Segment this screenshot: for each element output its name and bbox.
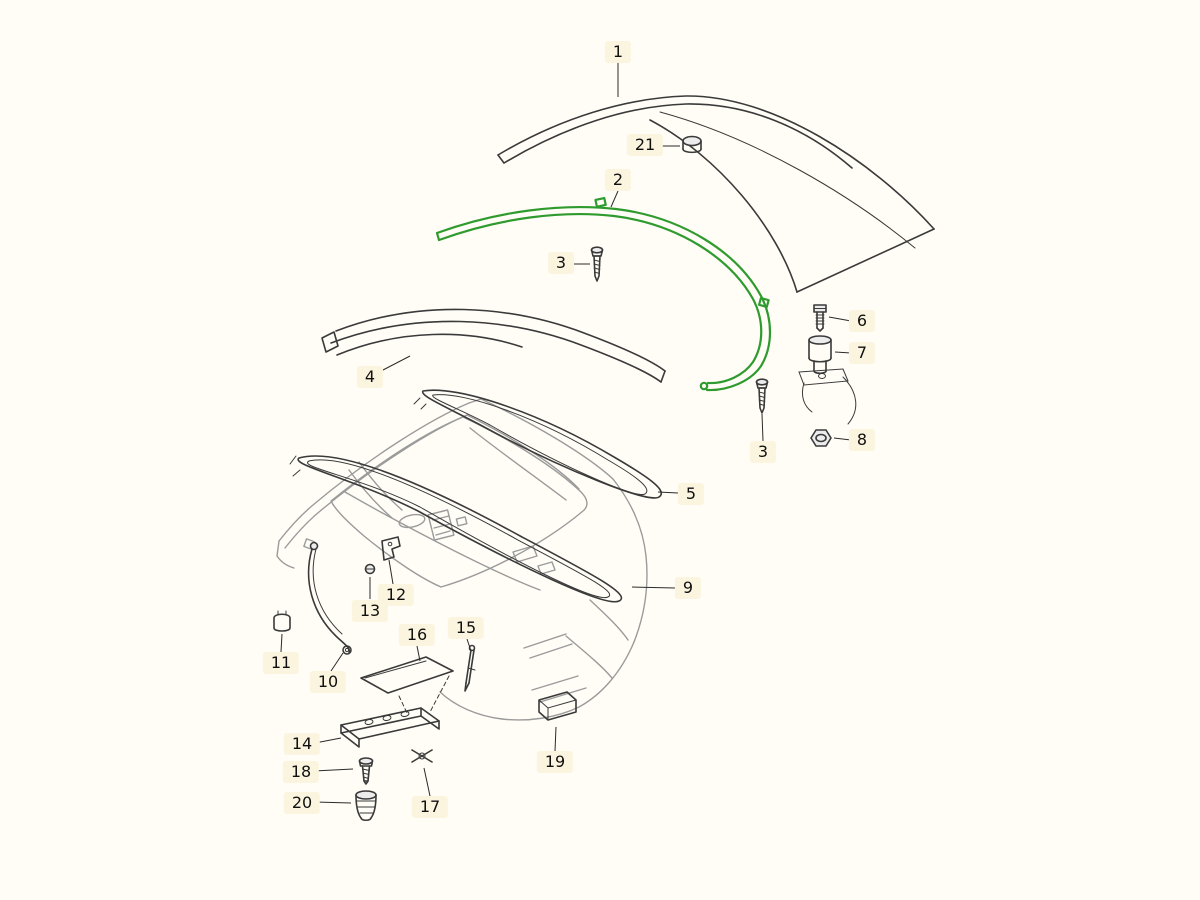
part-19-block	[538, 691, 577, 721]
callout-4[interactable]: 4	[356, 366, 384, 388]
part-9-gasket-loop	[289, 455, 622, 603]
part-18-screw	[358, 757, 374, 785]
part-3-screw-lower	[755, 378, 769, 414]
part-3-screw-upper	[590, 246, 604, 282]
callout-11[interactable]: 11	[262, 652, 300, 674]
part-11-clip	[273, 610, 291, 632]
callout-20[interactable]: 20	[283, 792, 321, 814]
part-6-bolt	[813, 304, 827, 332]
callout-12[interactable]: 12	[377, 584, 415, 606]
callout-10[interactable]: 10	[309, 671, 347, 693]
callout-9[interactable]: 9	[674, 577, 702, 599]
callout-5[interactable]: 5	[677, 483, 705, 505]
part-21-cap	[682, 135, 702, 154]
callout-14[interactable]: 14	[283, 733, 321, 755]
callout-6[interactable]: 6	[848, 310, 876, 332]
leader-lines	[280, 63, 852, 804]
part-17-clip	[411, 749, 433, 763]
part-10-cable	[307, 541, 352, 655]
callout-3-upper[interactable]: 3	[547, 252, 575, 274]
part-8-nut	[810, 429, 832, 447]
car-body-outline	[276, 398, 648, 721]
callout-17[interactable]: 17	[411, 796, 449, 818]
part-1-lid-strip	[497, 95, 935, 293]
callout-2[interactable]: 2	[604, 169, 632, 191]
part-2-seal-strip-highlighted	[435, 196, 771, 392]
part-13-rivet	[364, 563, 376, 575]
support-bracket	[798, 368, 857, 425]
part-5-seal-loop	[413, 389, 662, 499]
part-15-pin	[464, 644, 476, 692]
callout-21[interactable]: 21	[626, 134, 664, 156]
part-4-trim-strip	[321, 308, 666, 383]
callout-15[interactable]: 15	[447, 617, 485, 639]
callout-16[interactable]: 16	[398, 624, 436, 646]
callout-8[interactable]: 8	[848, 429, 876, 451]
part-12-bracket	[381, 536, 401, 561]
callout-7[interactable]: 7	[848, 342, 876, 364]
callout-1[interactable]: 1	[604, 41, 632, 63]
part-7-buffer	[808, 335, 832, 375]
part-16-pad	[360, 656, 454, 694]
callout-3-lower[interactable]: 3	[749, 441, 777, 463]
part-14-bracket-plate	[340, 707, 440, 748]
callout-19[interactable]: 19	[536, 751, 574, 773]
assembly-dash-line	[398, 695, 408, 714]
assembly-dash-line	[429, 675, 450, 713]
callout-18[interactable]: 18	[282, 761, 320, 783]
part-20-plug	[355, 790, 377, 822]
